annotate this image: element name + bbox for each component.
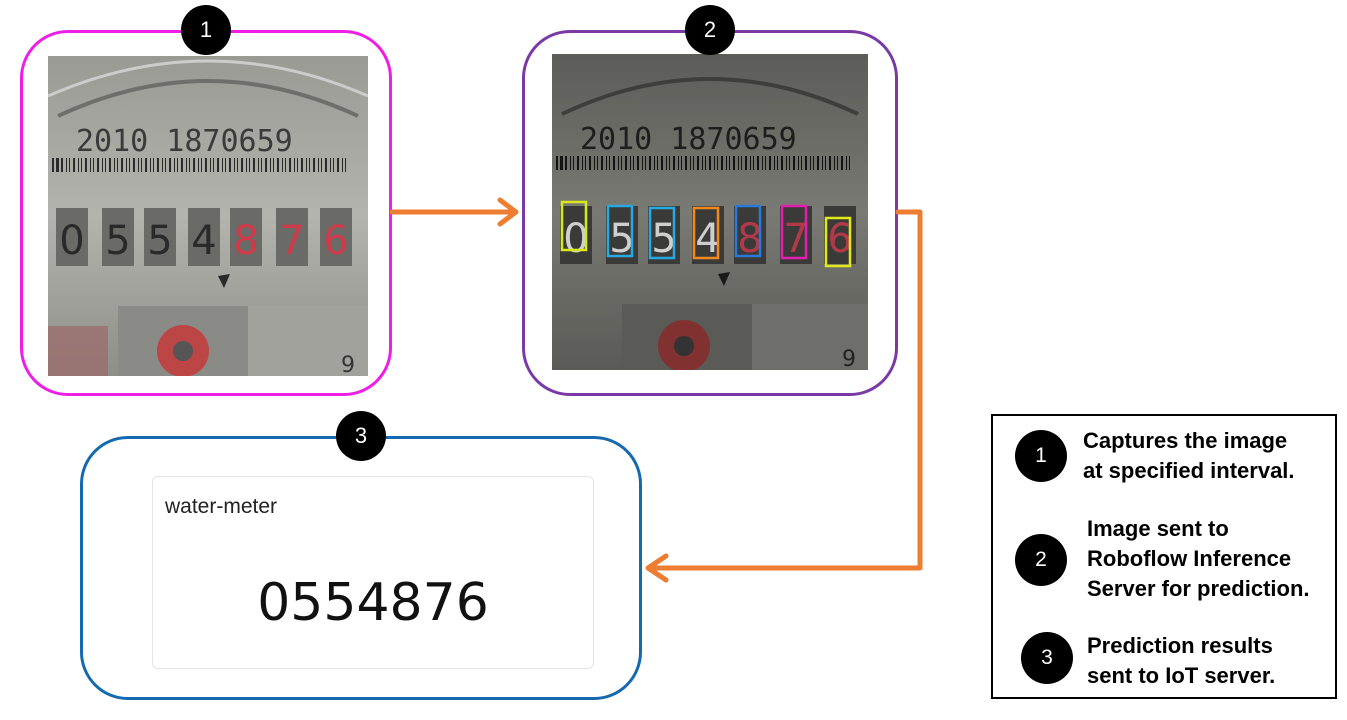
meter-digit: 6: [323, 218, 348, 264]
digit-window: [188, 208, 220, 266]
legend-badge-1: 1: [1015, 430, 1067, 482]
meter-corner-digit: 9: [341, 353, 355, 376]
digit-window: [276, 208, 308, 266]
meter-serial: 2010 1870659: [76, 124, 293, 159]
meter-digit: 5: [609, 216, 634, 262]
barcode-icon: [52, 158, 346, 172]
arrow-2-head: [645, 553, 669, 583]
barcode-icon-2: [556, 156, 850, 170]
digit-window: [56, 208, 88, 266]
legend-badge-3: 3: [1021, 632, 1073, 684]
meter-corner-digit-2: 9: [842, 347, 856, 370]
legend-line: Captures the image: [1083, 428, 1288, 453]
meter-digit: 7: [279, 218, 304, 264]
legend-line: sent to IoT server.: [1087, 663, 1276, 688]
legend-box: 1 Captures the image at specified interv…: [991, 414, 1337, 699]
meter-digit: 5: [147, 218, 172, 264]
legend-line: Prediction results: [1087, 633, 1273, 658]
meter-digit: 8: [233, 218, 258, 264]
legend-line: Image sent to: [1087, 516, 1229, 541]
detection-box: [560, 200, 588, 252]
legend-text-1: Captures the image at specified interval…: [1083, 426, 1295, 486]
meter-digit: 4: [191, 218, 216, 264]
step-3-badge: 3: [336, 411, 386, 461]
legend-line: Server for prediction.: [1087, 576, 1310, 601]
meter-digit: 0: [563, 216, 588, 262]
meter-serial-2: 2010 1870659: [580, 122, 797, 157]
iot-widget-card: water-meter 0554876: [152, 476, 594, 669]
meter-digit: 0: [59, 218, 84, 264]
digit-window: [230, 208, 262, 266]
widget-value: 0554876: [257, 573, 489, 633]
legend-text-2: Image sent to Roboflow Inference Server …: [1087, 514, 1310, 604]
widget-title: water-meter: [165, 495, 278, 518]
step-2-badge: 2: [685, 5, 735, 55]
legend-badge-2: 2: [1015, 534, 1067, 586]
legend-line: Roboflow Inference: [1087, 546, 1292, 571]
legend-line: at specified interval.: [1083, 458, 1295, 483]
meter-digit: 5: [105, 218, 130, 264]
arrow-1-head: [497, 197, 519, 227]
digit-window: [320, 208, 352, 266]
step-1-badge: 1: [181, 5, 231, 55]
detection-box: [606, 204, 634, 258]
digit-window: [144, 208, 176, 266]
legend-text-3: Prediction results sent to IoT server.: [1087, 631, 1275, 691]
digit-window: [102, 208, 134, 266]
